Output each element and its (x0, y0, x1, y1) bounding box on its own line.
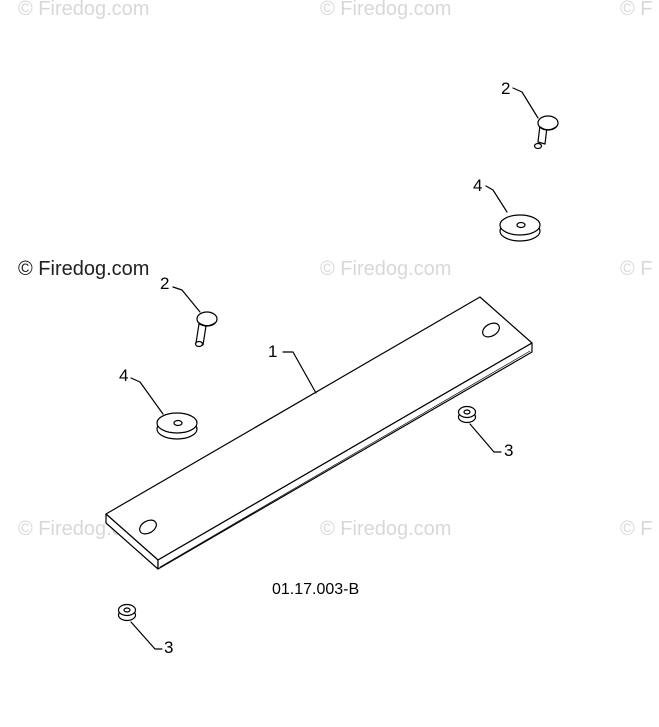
callout-3-bottom: 3 (164, 638, 174, 657)
diagram-code: 01.17.003-B (272, 581, 360, 598)
callout-2-top: 2 (501, 79, 511, 98)
bolt-part-top (533, 115, 559, 150)
nut-part-right (457, 405, 477, 424)
leader-line-4-left (130, 377, 164, 415)
bolt-part-mid (194, 311, 218, 348)
leader-line-3-bottom (130, 621, 163, 650)
callout-4-top: 4 (473, 176, 483, 195)
washer-part-left (156, 412, 198, 440)
callout-1: 1 (268, 342, 278, 361)
washer-part-top (499, 214, 541, 242)
callout-3-right: 3 (504, 441, 514, 460)
leader-line-3-right (469, 423, 502, 453)
watermark-dark: © Firedog.com (18, 258, 150, 280)
leader-line-2-top (512, 87, 539, 119)
leader-line-2-mid (172, 286, 201, 313)
nut-part-bottom (117, 603, 137, 622)
leader-line-1 (282, 351, 317, 394)
leader-line-4-top (485, 185, 508, 213)
callout-4-left: 4 (119, 366, 129, 385)
callout-2-mid: 2 (160, 274, 170, 293)
bar-part (105, 296, 533, 570)
